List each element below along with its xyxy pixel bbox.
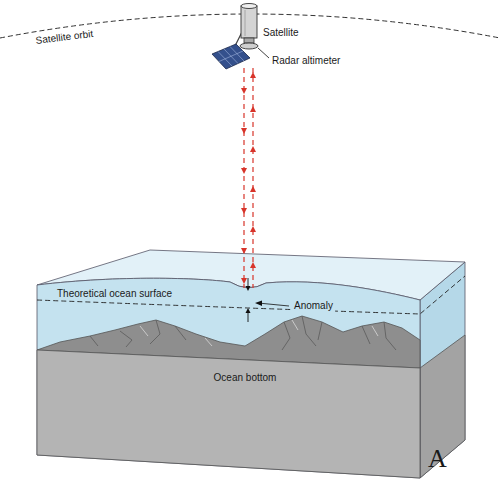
pulse-arrowhead <box>250 106 256 112</box>
pulse-arrowhead <box>250 146 256 152</box>
pulse-arrowheads <box>241 72 256 284</box>
radar-pulse-up <box>252 68 253 288</box>
pulse-arrowhead <box>241 128 247 134</box>
radar-dish <box>240 43 258 49</box>
satellite-figure <box>212 4 258 70</box>
pulse-arrowhead <box>241 88 247 94</box>
pulse-arrowhead <box>241 278 247 284</box>
seafloor-label: Ocean bottom <box>214 372 277 384</box>
surface-label: Theoretical ocean surface <box>55 288 174 300</box>
pulse-arrowhead <box>250 72 256 78</box>
orbit-label: Satellite orbit <box>35 28 94 46</box>
satellite-cap <box>241 4 257 9</box>
ground-side <box>420 335 465 478</box>
anomaly-arrowhead <box>246 308 251 313</box>
rock-highlight <box>140 320 378 346</box>
ground-front <box>37 350 420 478</box>
radar-pulse-down <box>243 68 244 288</box>
anomaly-arrowhead <box>246 286 251 291</box>
part-label: Radar altimeter <box>272 55 340 67</box>
panel-grid <box>218 47 244 67</box>
pulse-arrowhead <box>241 248 247 254</box>
satellite-label: Satellite <box>263 27 299 39</box>
leader-arrowhead <box>255 301 262 307</box>
pulse-arrowhead <box>250 226 256 232</box>
body-shade <box>245 10 246 36</box>
pulse-arrowhead <box>250 186 256 192</box>
water-front <box>37 278 420 478</box>
pulse-arrowhead <box>241 208 247 214</box>
leader-line <box>258 48 269 58</box>
panel-letter: A <box>428 444 447 474</box>
satellite-body <box>241 6 257 38</box>
theoretical-surface-line <box>37 276 465 314</box>
pulse-arrowhead <box>250 262 256 268</box>
altimeter-mount <box>244 38 254 43</box>
rock-texture <box>90 316 396 350</box>
leader-line <box>258 303 289 306</box>
pulse-arrowhead <box>241 168 247 174</box>
anomaly-label: Anomaly <box>292 300 335 312</box>
